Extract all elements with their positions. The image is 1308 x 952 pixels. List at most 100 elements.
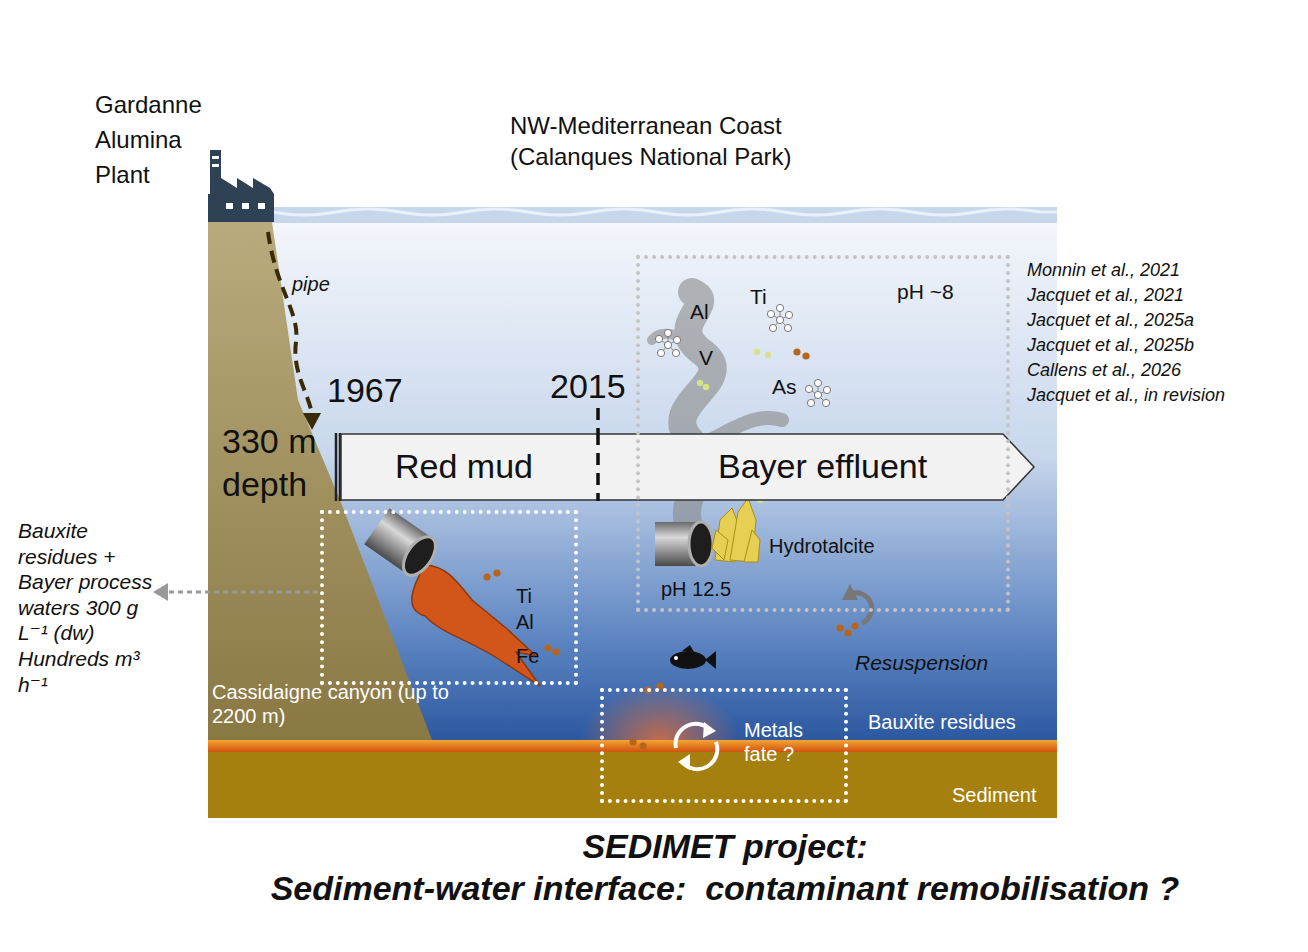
discharge-pipe	[364, 508, 442, 581]
element-label: V	[699, 345, 713, 370]
diagram-caption: Sediment-water interface: contaminant re…	[150, 868, 1300, 909]
molecule-icon	[805, 379, 830, 406]
mineral-label: Hydrotalcite	[769, 534, 875, 558]
molecule-atom	[822, 399, 829, 406]
molecule-atom	[823, 386, 830, 393]
particle-dot	[703, 384, 709, 390]
red-mud-region: TiAlFe	[320, 510, 578, 685]
discharge-pipe-part	[397, 531, 442, 581]
effluent-plume-part	[682, 292, 712, 545]
hydrotalcite-crystals-part	[712, 530, 728, 560]
molecule-atom	[776, 316, 783, 323]
process-label: Resuspension	[855, 650, 988, 675]
element-label: As	[772, 374, 797, 399]
molecule-atom	[776, 304, 783, 311]
layer-label: Sediment	[952, 783, 1037, 807]
sediment-layer	[208, 752, 1057, 818]
particle-dot	[493, 569, 500, 576]
molecule-atom	[664, 329, 671, 336]
year-divider	[596, 433, 600, 501]
cycle-arrowhead	[703, 722, 716, 738]
cycle-arrowhead	[678, 754, 690, 770]
fish-icon	[670, 645, 716, 669]
sea-surface	[208, 207, 1057, 223]
interface-region: Metals fate ?	[600, 688, 848, 803]
pipe-line	[268, 232, 312, 414]
molecule-atom	[767, 310, 774, 317]
year-label: 1967	[327, 370, 403, 411]
factory-icon-part	[221, 178, 274, 194]
hydrotalcite-crystals-part	[744, 530, 760, 562]
factory-icon-part	[212, 164, 219, 167]
particle-dot	[544, 644, 551, 651]
pipe-label: pipe	[292, 272, 330, 296]
year-divider	[596, 408, 600, 433]
particle-dot	[483, 573, 490, 580]
reference: Jacquet et al., 2025b	[1027, 335, 1194, 357]
molecule-atom	[807, 399, 814, 406]
molecule-atom	[672, 349, 679, 356]
particle-dot	[754, 349, 760, 355]
timeline-start-bar	[335, 433, 338, 501]
element-label: Fe	[516, 644, 539, 668]
ph-label: pH ~8	[897, 279, 954, 304]
molecule-atom	[805, 385, 812, 392]
effluent-region: pH ~8AlTiVAsHydrotalcitepH 12.5	[636, 255, 1010, 612]
factory-icon-part	[212, 156, 219, 159]
particle-dot	[629, 738, 636, 745]
effluent-plume	[652, 292, 782, 545]
arrow-shape	[341, 434, 1034, 500]
reference: Monnin et al., 2021	[1027, 260, 1180, 282]
fish-icon-part	[670, 651, 706, 669]
period-label: Red mud	[395, 446, 533, 487]
year-label: 2015	[550, 366, 626, 407]
discharge-pipe	[655, 522, 713, 566]
ph-label: pH 12.5	[661, 577, 731, 601]
element-label: Ti	[750, 284, 767, 309]
layer-label: Bauxite residues	[868, 710, 1016, 734]
element-label: Al	[516, 610, 534, 634]
factory-icon-part	[242, 203, 249, 209]
canyon-label: Cassidaigne canyon (up to 2200 m)	[212, 680, 482, 728]
particle-dot	[639, 742, 646, 749]
factory-icon-part	[258, 203, 265, 209]
plant-name: Gardanne Alumina Plant	[95, 88, 235, 192]
reference: Jacquet et al., in revision	[1027, 385, 1225, 407]
molecule-atom	[664, 341, 671, 348]
period-label: Bayer effluent	[718, 446, 927, 487]
particle-dot	[802, 352, 809, 359]
depth-label: 330 m depth	[222, 420, 334, 505]
factory-icon-part	[226, 203, 233, 209]
molecule-atom	[657, 349, 664, 356]
discharge-pipe-part	[689, 522, 713, 566]
factory-icon-part	[210, 150, 221, 196]
reference: Jacquet et al., 2025a	[1027, 310, 1194, 332]
diagram-title: SEDIMET project:	[380, 826, 1070, 867]
fish-icon-part	[705, 651, 716, 669]
factory-icon	[208, 150, 274, 222]
red-mud-flow	[412, 565, 540, 686]
hydrotalcite-crystals	[712, 498, 760, 562]
location-name: NW-Mediterranean Coast (Calanques Nation…	[510, 110, 840, 172]
leader-line	[168, 591, 318, 594]
fish-icon-part	[682, 645, 694, 652]
particle-dot	[844, 629, 851, 636]
molecule-icon	[655, 329, 680, 356]
sea-water	[208, 222, 1057, 740]
particle-dot	[765, 352, 771, 358]
molecule-icon	[767, 304, 792, 331]
resuspension-arrowhead	[842, 584, 858, 600]
molecule-atom	[814, 379, 821, 386]
particle-dot	[793, 348, 800, 355]
particle-dot	[697, 380, 703, 386]
molecule-atom	[673, 336, 680, 343]
molecule-atom	[814, 391, 821, 398]
molecule-atom	[769, 324, 776, 331]
factory-icon-part	[208, 194, 274, 222]
molecule-atom	[785, 311, 792, 318]
element-label: Ti	[516, 584, 532, 608]
surface-wave	[208, 209, 1057, 215]
timeline-arrow: Red mud Bayer effluent	[340, 433, 1035, 501]
discharge-note: Bauxite residues + Bayer process waters …	[18, 518, 158, 697]
